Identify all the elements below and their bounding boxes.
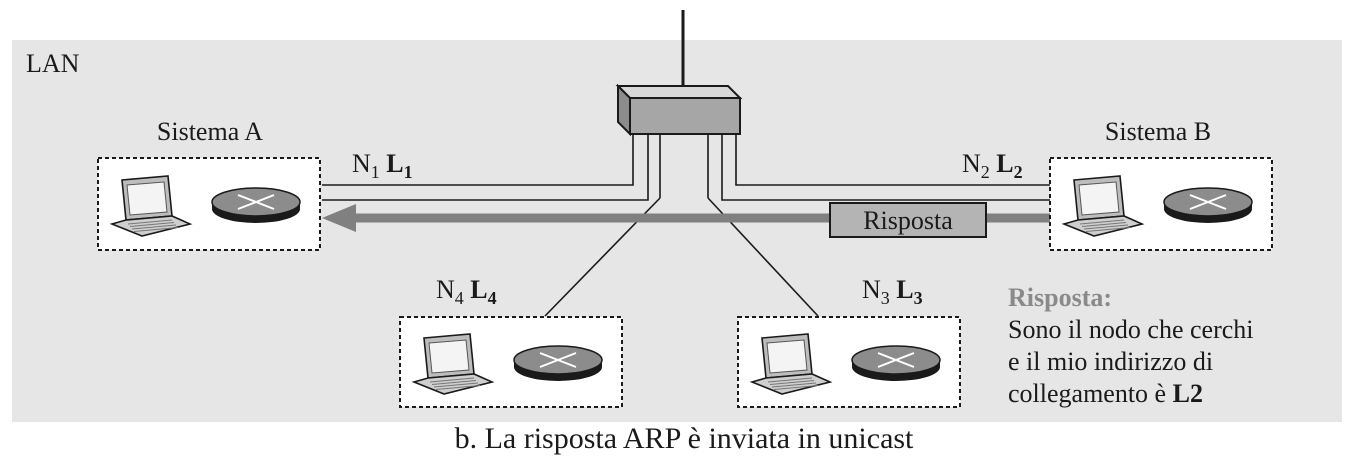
reply-box [829,202,987,238]
system-a-address: N1 L1 [352,149,413,182]
system-a-router-icon [211,187,301,223]
reply-note-line1: Sono il nodo che cerchi [1008,315,1254,344]
system-a-title: Sistema A [157,117,263,146]
node-3-address: N3 L3 [862,275,923,308]
figure-caption: b. La risposta ARP è inviata in unicast [454,422,914,455]
lan-label: LAN [26,49,80,78]
reply-note: Risposta: Sono il nodo che cerchi e il m… [1008,283,1254,408]
node-4-router-icon [513,345,603,381]
switch-icon [615,83,743,137]
node-4-address: N4 L4 [436,275,497,308]
reply-box-label: Risposta [863,206,953,235]
reply-arrowhead [322,204,356,232]
system-b-laptop-icon [1061,175,1145,237]
reply-note-title: Risposta: [1008,283,1112,312]
system-b-title: Sistema B [1105,117,1211,146]
reply-note-line2: e il mio indirizzo di [1008,347,1213,376]
system-b-address: N2 L2 [962,149,1023,182]
system-a-laptop-icon [109,175,193,237]
node-4-laptop-icon [411,333,495,395]
node-3-laptop-icon [749,333,833,395]
reply-note-line3: collegamento è L2 [1008,379,1203,408]
node-3-router-icon [851,345,941,381]
system-b-router-icon [1163,187,1253,223]
